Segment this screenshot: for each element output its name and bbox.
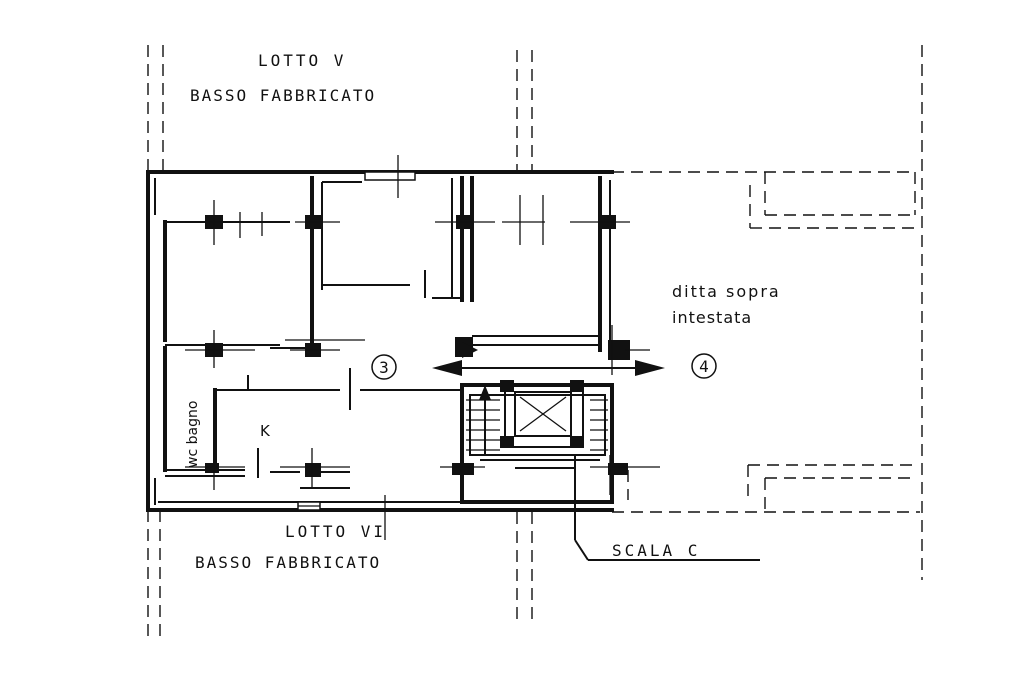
boundary-lines — [147, 45, 923, 640]
bottom-lot-label: LOTTO VI — [285, 522, 386, 541]
owner-label-line1: ditta sopra — [672, 282, 781, 301]
top-lot-label: LOTTO V — [258, 51, 346, 70]
beam-marks — [185, 155, 660, 540]
corridor-arrows — [432, 342, 665, 455]
owner-label-line2: intestata — [672, 308, 752, 327]
unit-4-marker: 4 — [691, 353, 717, 379]
stairwell-scala-c — [460, 380, 760, 561]
unit-4-label: 4 — [699, 357, 709, 376]
unit-3-marker: 3 — [371, 354, 397, 380]
stair-label: SCALA C — [612, 541, 700, 560]
bathroom-label: wc bagno — [185, 401, 201, 468]
kitchen-label: K — [260, 422, 271, 440]
top-building-label: BASSO FABBRICATO — [190, 86, 376, 105]
unit-3-label: 3 — [379, 358, 389, 377]
bottom-building-label: BASSO FABBRICATO — [195, 553, 381, 572]
exterior-walls — [146, 170, 614, 512]
